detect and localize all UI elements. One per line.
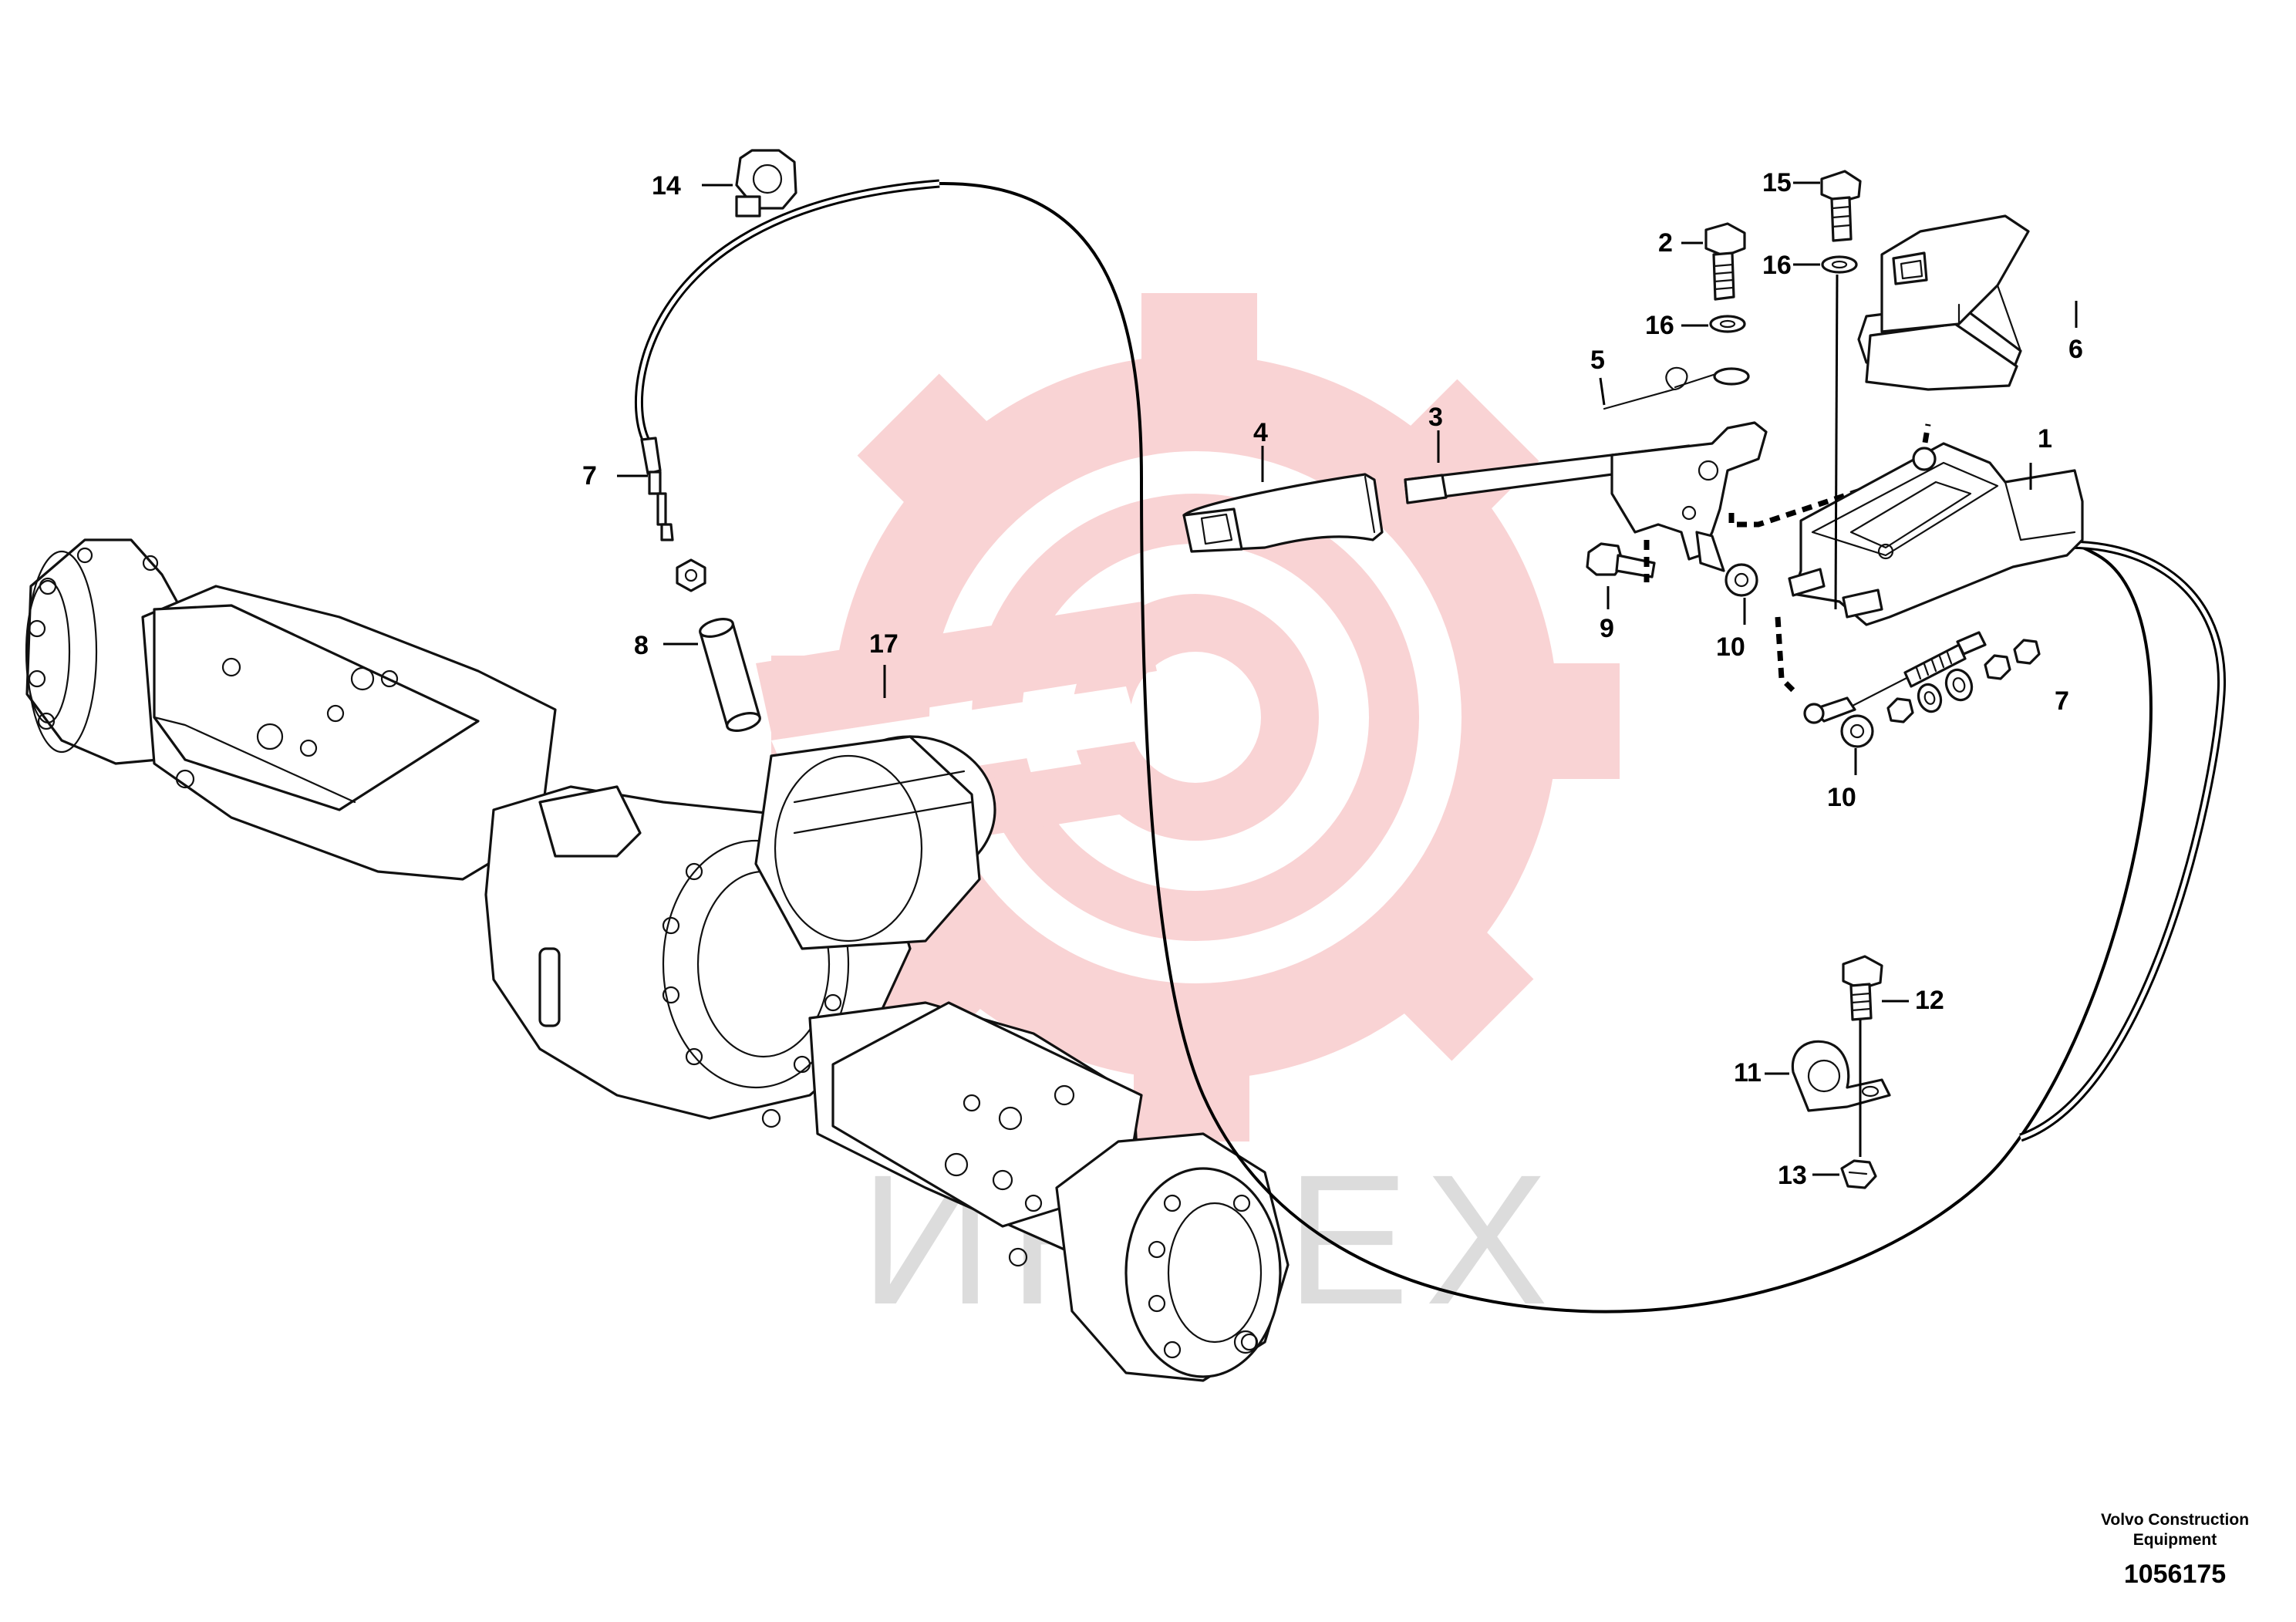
- footer-block: Volvo Construction Equipment 1056175: [2101, 1511, 2249, 1589]
- callout-3: 3: [1428, 403, 1443, 432]
- callouts: 1 2 3 4 5 6 7 7 8 9 10 10 11 12 13 14 15…: [582, 168, 2083, 1190]
- callout-7-right: 7: [2055, 686, 2069, 716]
- cable-main-loop: [939, 181, 2153, 1313]
- nut-near-7: [676, 558, 706, 592]
- footer-company-line2: Equipment: [2133, 1531, 2217, 1549]
- cable-left: [634, 179, 940, 541]
- bushing-10a: [1725, 563, 1758, 597]
- cable-end-7: [1803, 631, 1987, 724]
- callout-7-left: 7: [582, 461, 597, 491]
- axle-assembly: [25, 538, 1290, 1382]
- bushing-10b: [1840, 714, 1874, 748]
- clamp-11: [1791, 1040, 1891, 1112]
- nut-13: [1840, 1159, 1877, 1189]
- callout-2: 2: [1658, 228, 1673, 258]
- callout-9: 9: [1600, 614, 1614, 643]
- bolt-12: [1842, 955, 1883, 1021]
- nuts-washers-7: [1886, 639, 2041, 723]
- callout-10-lower: 10: [1827, 783, 1856, 812]
- boot-6: [1857, 214, 2030, 391]
- callout-16-left: 16: [1645, 311, 1674, 340]
- callout-6: 6: [2068, 335, 2083, 364]
- washer-16b: [1821, 255, 1858, 274]
- handbrake-lever-3: [1404, 421, 1768, 572]
- clip-14: [735, 149, 797, 218]
- callout-13: 13: [1778, 1161, 1807, 1190]
- footer-company-line1: Volvo Construction: [2101, 1511, 2249, 1529]
- callout-10-upper: 10: [1716, 632, 1745, 662]
- callout-16-right: 16: [1762, 251, 1792, 280]
- callout-1: 1: [2038, 424, 2052, 454]
- callout-12: 12: [1915, 986, 1944, 1015]
- leader-5: [1599, 377, 1606, 406]
- washer-near-5: [1713, 367, 1750, 386]
- bolt-15-axis: [1834, 274, 1839, 610]
- callout-15: 15: [1762, 168, 1792, 197]
- callout-11: 11: [1734, 1058, 1762, 1088]
- bolt-9: [1586, 542, 1656, 578]
- callout-8: 8: [634, 631, 649, 660]
- sleeve-8: [699, 618, 761, 732]
- callout-5: 5: [1590, 346, 1605, 375]
- handle-grip-4: [1182, 473, 1384, 553]
- callout-17: 17: [869, 629, 899, 659]
- bolt-2: [1704, 222, 1746, 301]
- housing-1: [1788, 442, 2084, 626]
- bolt-15: [1820, 170, 1862, 242]
- footer-drawing-number: 1056175: [2124, 1560, 2226, 1589]
- cable-right-sheath: [1864, 540, 2226, 1142]
- spring-5: [1603, 366, 1729, 410]
- callout-4: 4: [1253, 418, 1268, 447]
- callout-14: 14: [652, 171, 681, 201]
- washer-16a: [1709, 315, 1746, 333]
